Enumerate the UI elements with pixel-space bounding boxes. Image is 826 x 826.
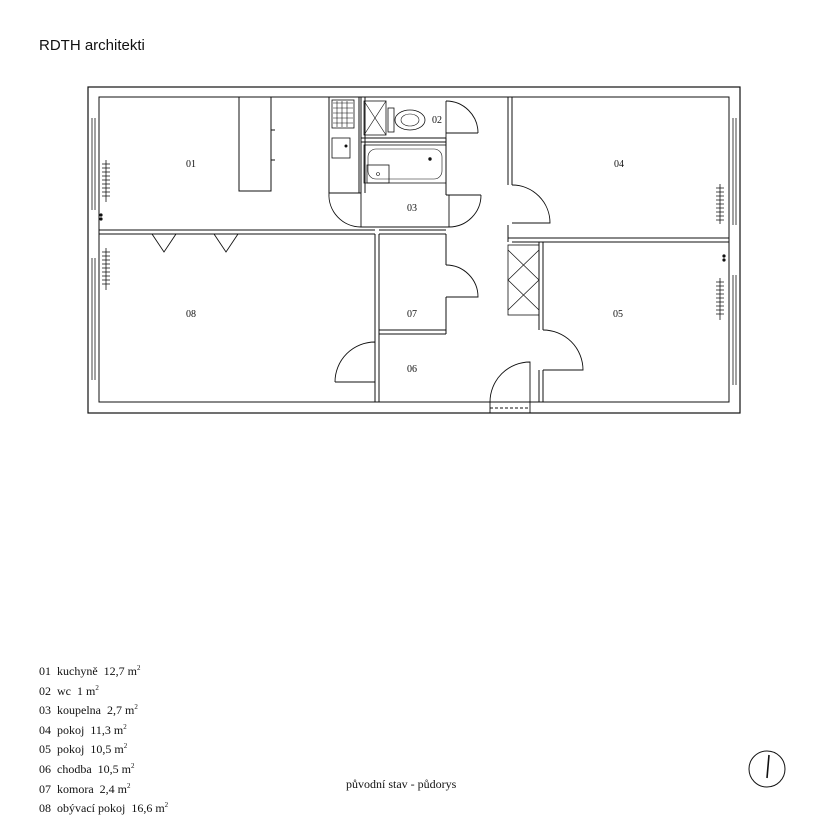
room-label-01: 01 [186,159,196,170]
legend-item: 05 pokoj 10,5 m2 [39,742,128,757]
legend-item: 08 obývací pokoj 16,6 m2 [39,801,169,816]
legend-item: 04 pokoj 11,3 m2 [39,722,127,737]
north-arrow-icon [748,750,786,788]
radiators [99,160,726,320]
room-label-08: 08 [186,309,196,320]
room-label-02: 02 [432,115,442,126]
legend-item: 03 koupelna 2,7 m2 [39,703,138,718]
room-legend: 01 kuchyně 12,7 m2 02 wc 1 m2 03 koupeln… [39,660,168,817]
legend-item: 06 chodba 10,5 m2 [39,761,135,776]
legend-item: 02 wc 1 m2 [39,683,99,698]
interior-walls [99,96,729,402]
room-label-03: 03 [407,203,417,214]
room-label-06: 06 [407,364,417,375]
exterior-walls [87,86,741,414]
room-label-04: 04 [614,159,624,170]
doors [151,100,584,413]
drawing-caption: původní stav - půdorys [346,777,457,791]
legend-item: 01 kuchyně 12,7 m2 [39,664,141,678]
room-label-07: 07 [407,309,417,320]
room-label-05: 05 [613,309,623,320]
legend-item: 07 komora 2,4 m2 [39,781,131,796]
windows [91,118,737,385]
brand-title: RDTH architekti [39,37,145,54]
